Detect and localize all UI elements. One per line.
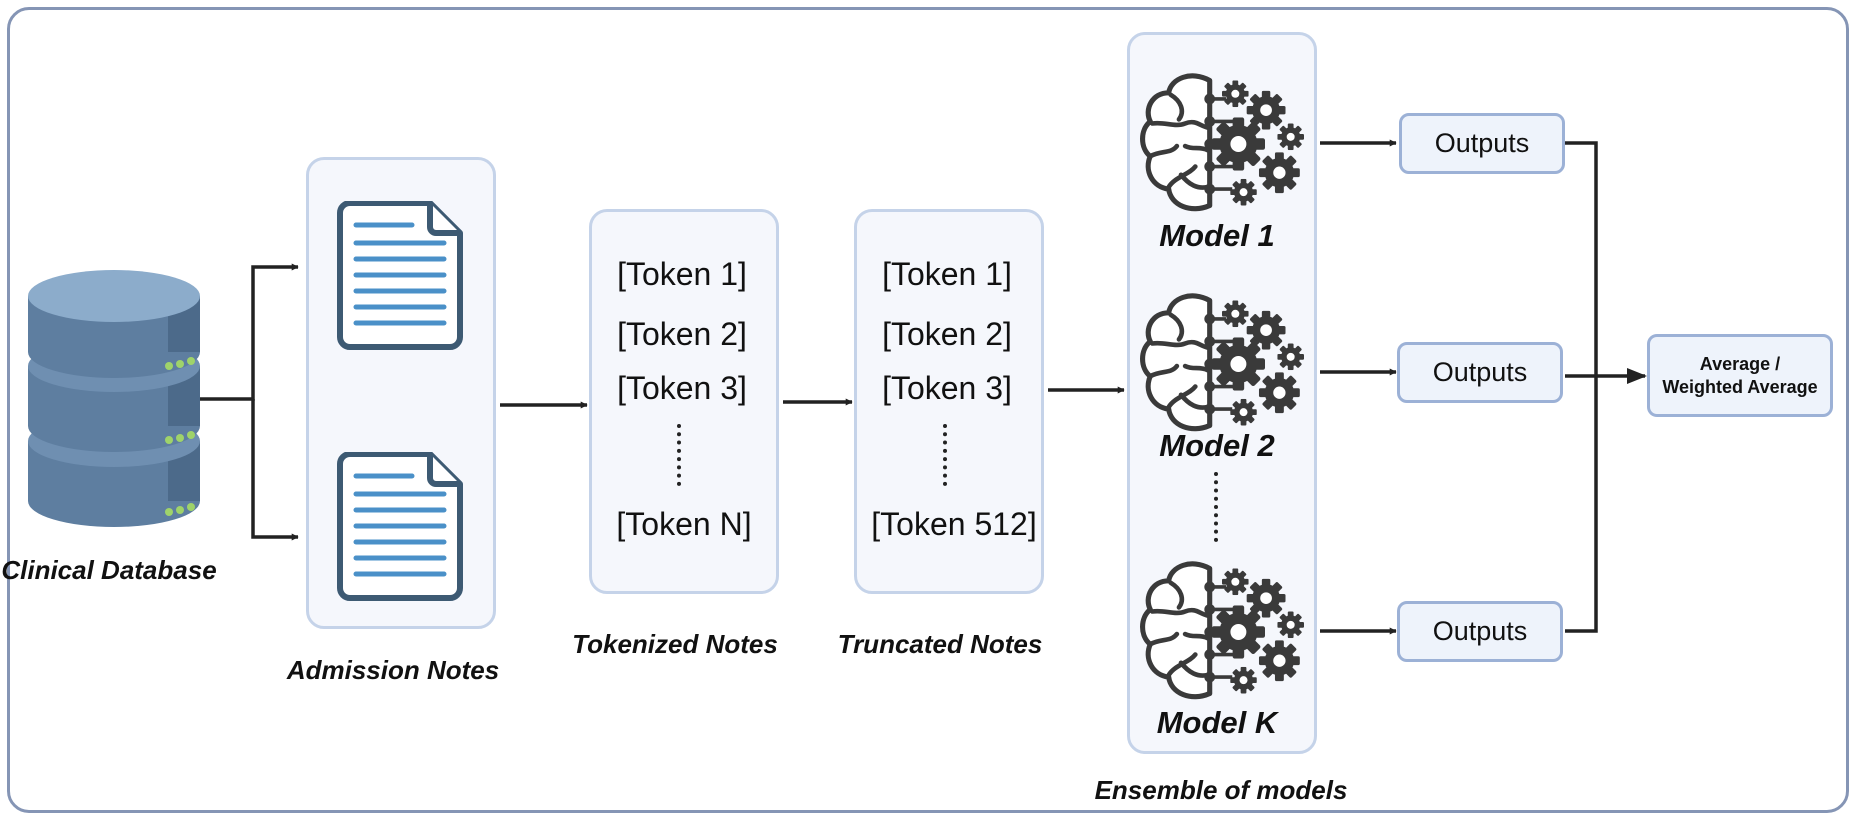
tokenized-notes-panel — [589, 209, 779, 594]
truncated-token: [Token 2] — [882, 316, 1012, 352]
arrow-db-to-note-2 — [251, 399, 299, 541]
merge-line — [1565, 141, 1598, 633]
admission-notes-label: Admission Notes — [286, 655, 500, 685]
truncated-token: [Token 3] — [882, 370, 1012, 406]
average-box: Average / Weighted Average — [1647, 334, 1833, 417]
brain-gears-icon — [1143, 296, 1304, 429]
arrow-db-to-note-1 — [200, 263, 299, 401]
tokenized-token: [Token 1] — [617, 256, 747, 292]
model-label: Model 2 — [1159, 428, 1275, 463]
outputs-box: Outputs — [1397, 601, 1563, 662]
average-label-line2: Weighted Average — [1662, 376, 1818, 397]
outputs-box: Outputs — [1397, 342, 1563, 403]
outputs-box: Outputs — [1399, 113, 1565, 174]
ensemble-label: Ensemble of models — [1094, 775, 1348, 805]
document-icon — [340, 454, 460, 598]
ellipsis-dots — [677, 424, 681, 486]
brain-gears-icon — [1143, 564, 1304, 697]
truncated-notes-panel — [854, 209, 1044, 594]
ellipsis-dots — [1214, 472, 1218, 542]
document-icon — [340, 203, 460, 347]
model-label: Model 1 — [1159, 218, 1275, 253]
truncated-token: [Token 1] — [882, 256, 1012, 292]
brain-gears-icon — [1143, 76, 1304, 209]
truncated-token: [Token 512] — [871, 506, 1037, 542]
tokenized-token: [Token 3] — [617, 370, 747, 406]
diagram-frame — [7, 7, 1849, 813]
tokenized-token: [Token 2] — [617, 316, 747, 352]
truncated-notes-label: Truncated Notes — [837, 629, 1043, 659]
model-label: Model K — [1156, 705, 1278, 740]
average-label-line1: Average / — [1699, 353, 1781, 374]
ellipsis-dots — [943, 424, 947, 486]
database-icon — [28, 270, 200, 527]
clinical-database-label: Clinical Database — [1, 555, 217, 585]
tokenized-token: [Token N] — [616, 506, 752, 542]
tokenized-notes-label: Tokenized Notes — [572, 629, 778, 659]
